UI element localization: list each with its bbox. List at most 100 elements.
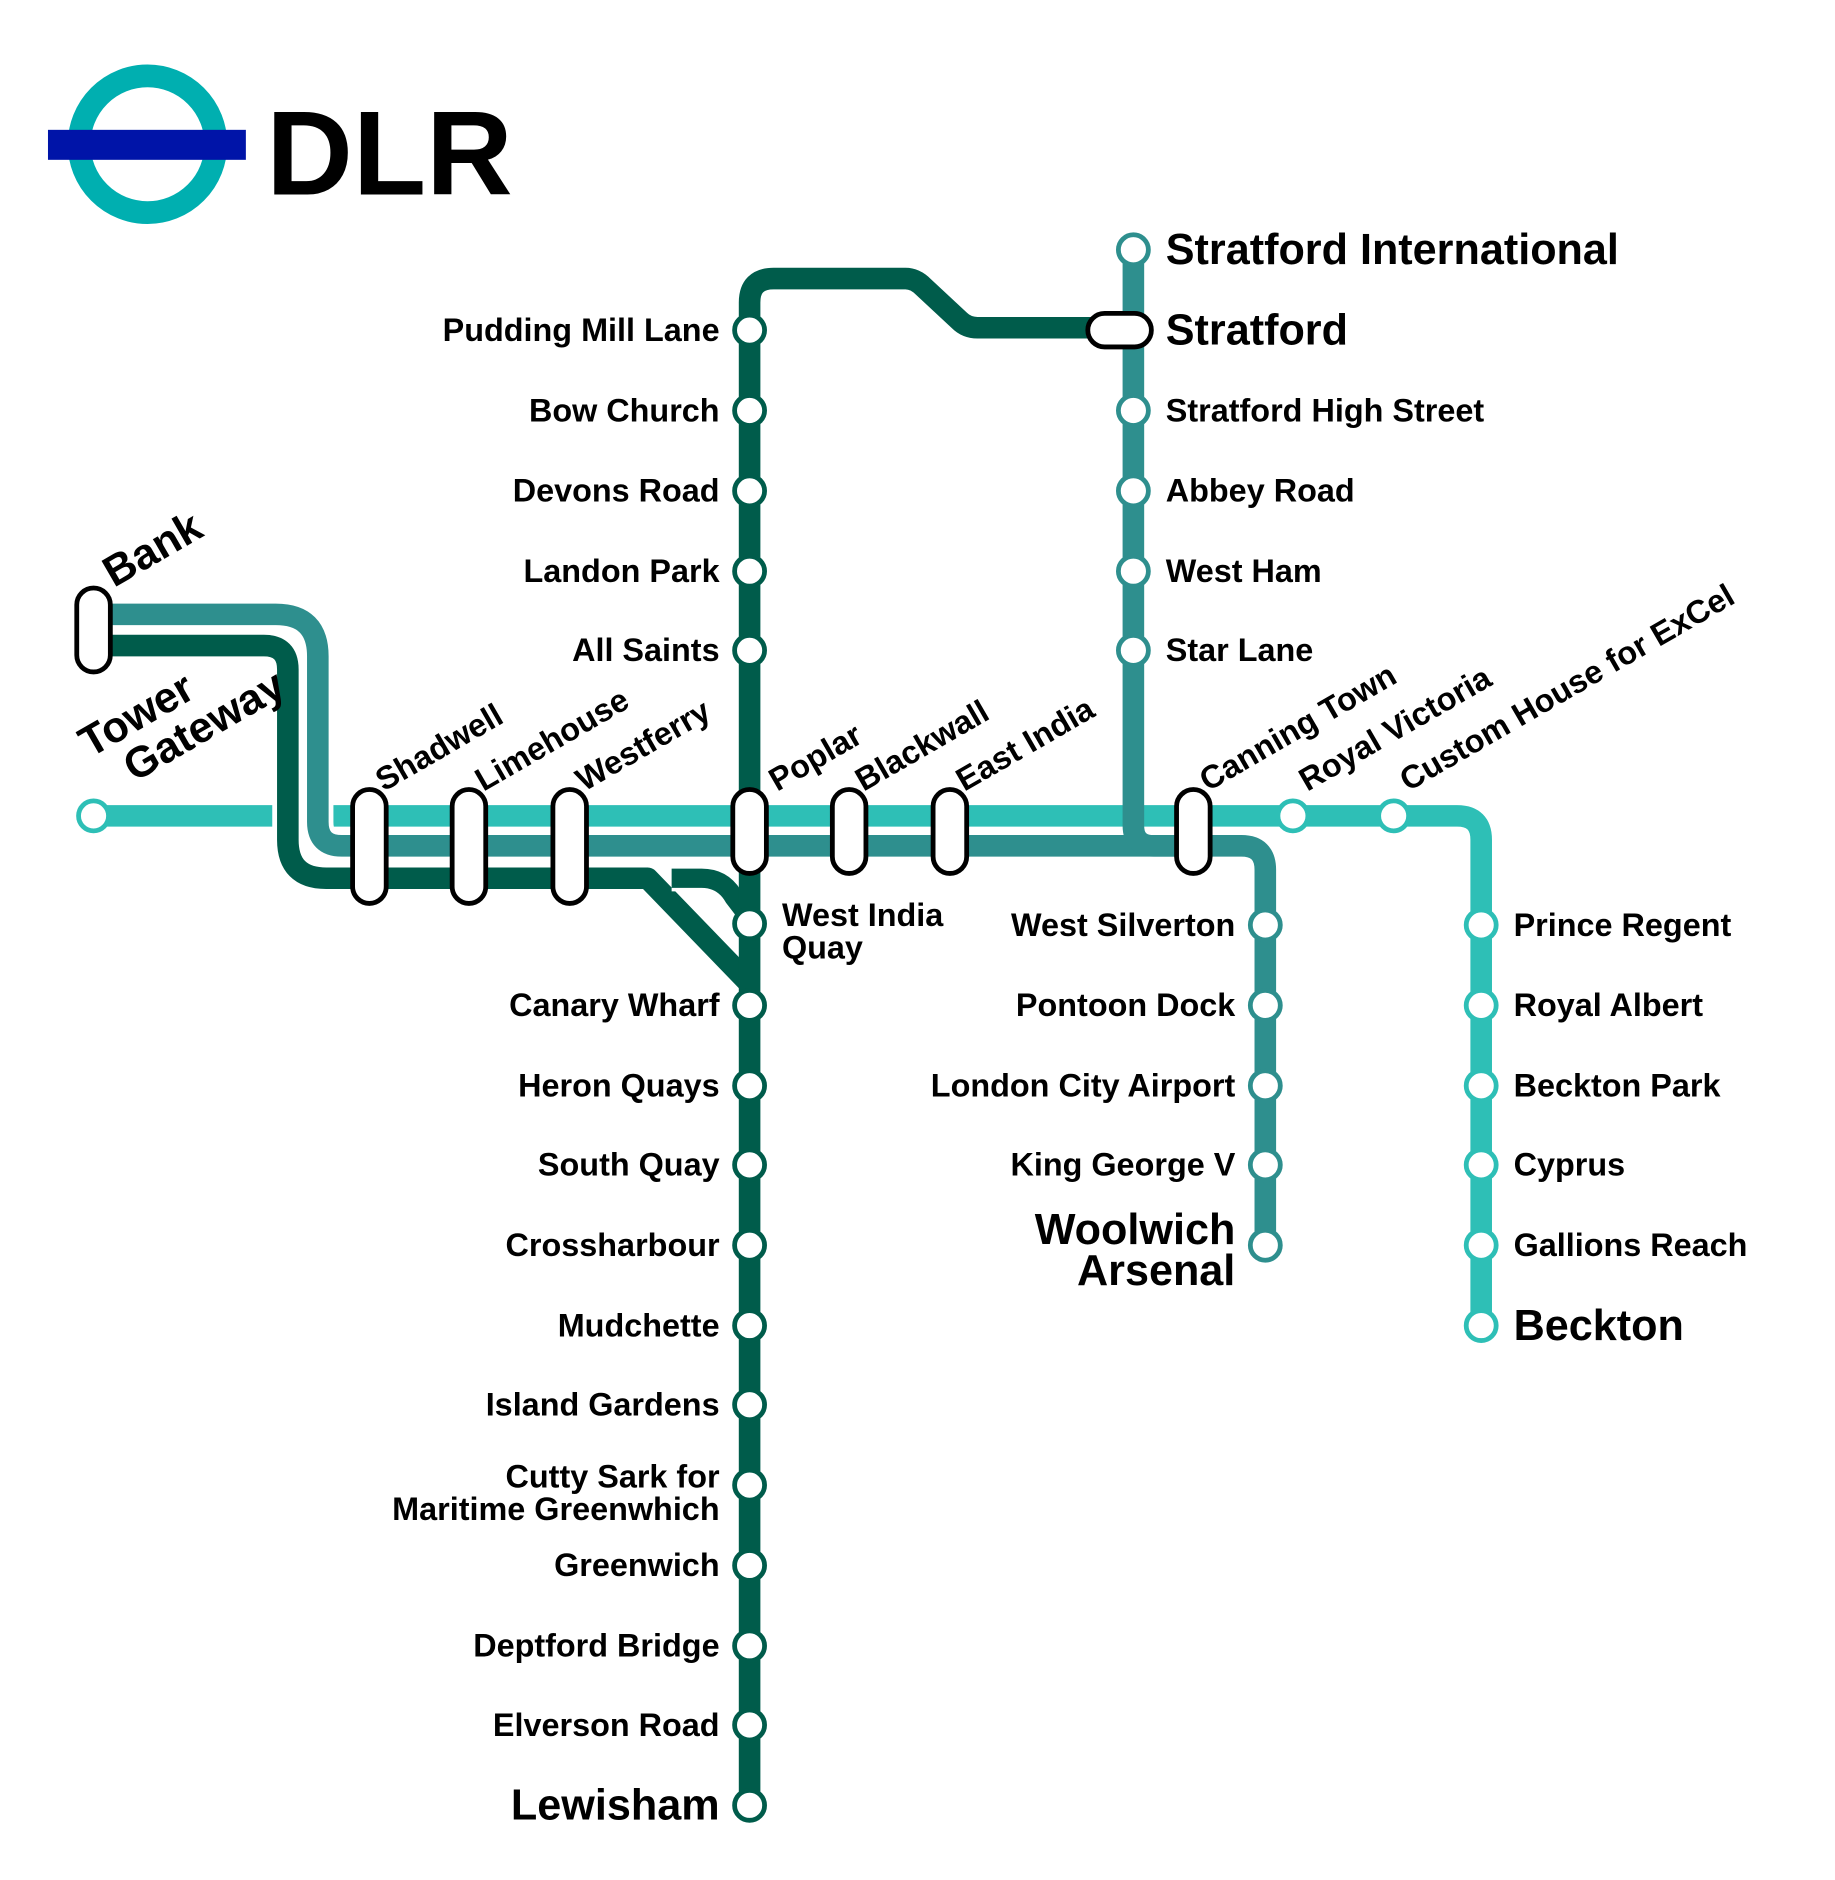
station-marker[interactable] [732,1227,767,1263]
station-marker[interactable] [1247,907,1283,943]
station-greenwich[interactable]: Greenwich [554,1547,767,1583]
station-beckton[interactable]: Beckton [1463,1302,1684,1350]
station-marker[interactable] [1115,632,1151,668]
station-marker[interactable] [732,632,767,668]
station-marker[interactable] [732,1308,767,1343]
station-marker[interactable] [732,987,767,1023]
station-marker[interactable] [732,312,767,348]
station-marker[interactable] [732,393,767,428]
interchange-marker[interactable] [829,787,869,876]
station-marker[interactable] [732,1387,767,1423]
station-marker[interactable] [1115,553,1151,589]
station-marker[interactable] [76,798,111,834]
station-marker[interactable] [732,1787,767,1823]
station-label: Stratford International [1166,226,1619,274]
station-label: Beckton [1514,1302,1684,1350]
station-label: Devons Road [513,473,720,509]
station-bow-church[interactable]: Bow Church [529,392,767,428]
station-marker[interactable] [732,1548,767,1583]
station-marker[interactable] [732,1068,767,1104]
station-heron-quays[interactable]: Heron Quays [518,1068,767,1104]
station-crossharbour[interactable]: Crossharbour [506,1227,767,1263]
station-marker[interactable] [732,1628,767,1664]
line-stratford-lewisham [738,267,1119,1806]
station-king-george-v[interactable]: King George V [1010,1147,1283,1183]
station-marker[interactable] [732,553,767,589]
station-mudchette[interactable]: Mudchette [558,1307,767,1343]
interchange-marker[interactable] [1174,787,1213,876]
station-marker[interactable] [1463,1227,1499,1263]
station-beckton-park[interactable]: Beckton Park [1463,1068,1722,1104]
station-marker[interactable] [1247,1227,1283,1263]
station-marker[interactable] [1247,987,1283,1023]
station-marker[interactable] [1463,1068,1499,1104]
line-stratford-international-branch [1122,249,1188,857]
station-label-line: Island Gardens [486,1387,720,1423]
station-london-city-airport[interactable]: London City Airport [931,1068,1283,1104]
station-pudding-mill-lane[interactable]: Pudding Mill Lane [443,312,767,348]
station-abbey-road[interactable]: Abbey Road [1115,473,1355,509]
interchange-marker[interactable] [930,787,970,876]
station-west-ham[interactable]: West Ham [1115,553,1322,589]
station-label: Deptford Bridge [473,1628,719,1664]
station-marker[interactable] [732,1147,767,1183]
station-label: South Quay [538,1147,720,1183]
station-marker[interactable] [1247,1068,1283,1104]
station-stratford-international[interactable]: Stratford International [1115,226,1619,274]
station-marker[interactable] [1115,232,1151,268]
station-canning-town[interactable]: Canning Town [1174,656,1403,876]
station-marker[interactable] [732,906,767,942]
station-pontoon-dock[interactable]: Pontoon Dock [1016,987,1283,1023]
station-label-line: Woolwich [1035,1206,1236,1254]
station-label-line: Poplar [763,716,869,798]
interchange-marker[interactable] [74,585,113,675]
station-stratford-high-street[interactable]: Stratford High Street [1115,392,1484,428]
station-marker[interactable] [1463,1308,1499,1343]
station-label-line: Maritime Greenwhich [392,1491,719,1527]
station-all-saints[interactable]: All Saints [572,632,767,668]
station-west-silverton[interactable]: West Silverton [1011,907,1283,943]
station-prince-regent[interactable]: Prince Regent [1463,907,1731,943]
station-label: London City Airport [931,1068,1236,1104]
station-marker[interactable] [1463,907,1499,943]
station-label-line: Beckton [1514,1302,1684,1350]
station-marker[interactable] [1275,798,1311,834]
station-royal-albert[interactable]: Royal Albert [1463,987,1703,1023]
station-label-line: Crossharbour [506,1227,720,1263]
station-marker[interactable] [1115,473,1151,509]
station-marker[interactable] [1376,798,1412,834]
interchange-marker[interactable] [730,787,769,876]
station-deptford-bridge[interactable]: Deptford Bridge [473,1628,767,1664]
station-elverson-road[interactable]: Elverson Road [493,1707,767,1743]
interchange-marker[interactable] [550,787,589,906]
station-marker[interactable] [1463,1147,1499,1183]
station-canary-wharf[interactable]: Canary Wharf [509,987,767,1023]
station-marker[interactable] [1463,987,1499,1023]
station-south-quay[interactable]: South Quay [538,1147,767,1183]
interchange-marker[interactable] [449,787,489,906]
station-star-lane[interactable]: Star Lane [1115,632,1313,668]
station-label: Beckton Park [1514,1068,1722,1104]
station-marker[interactable] [732,473,767,509]
station-label-line: Greenwich [554,1547,720,1583]
station-gallions-reach[interactable]: Gallions Reach [1463,1227,1747,1263]
station-landon-park[interactable]: Landon Park [524,553,767,589]
station-marker[interactable] [1115,393,1151,428]
station-stratford[interactable]: Stratford [1085,307,1348,355]
station-label-line: Landon Park [524,553,721,589]
interchange-marker[interactable] [1085,310,1154,350]
roundel-bar [47,129,246,160]
station-marker[interactable] [732,1467,767,1503]
station-cyprus[interactable]: Cyprus [1463,1147,1625,1183]
interchange-marker[interactable] [350,787,389,906]
station-label-line: South Quay [538,1147,720,1183]
station-marker[interactable] [1247,1147,1283,1183]
station-marker[interactable] [732,1707,767,1743]
station-island-gardens[interactable]: Island Gardens [486,1387,767,1423]
station-devons-road[interactable]: Devons Road [513,473,767,509]
station-label-line: Lewisham [511,1782,720,1830]
station-lewisham[interactable]: Lewisham [511,1782,767,1830]
